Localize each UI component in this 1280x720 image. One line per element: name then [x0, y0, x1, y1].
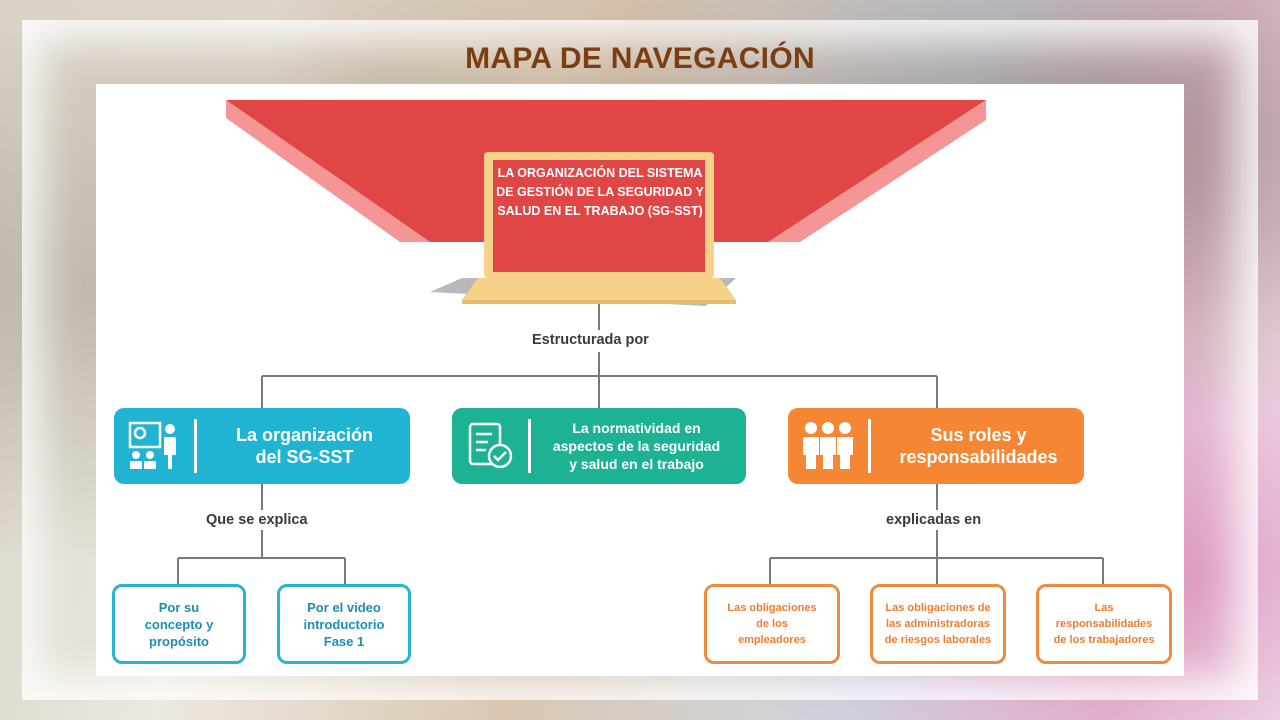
card-divider — [868, 419, 871, 473]
branch-card-normatividad[interactable]: La normatividad en aspectos de la seguri… — [452, 408, 746, 484]
laptop-base-edge — [462, 300, 736, 304]
card-divider — [528, 419, 531, 473]
page-title: MAPA DE NAVEGACIÓN — [465, 42, 815, 75]
red-banner-fold-left — [226, 100, 430, 242]
root-node-label: LA ORGANIZACIÓN DEL SISTEMA DE GESTIÓN D… — [496, 166, 704, 218]
people-group-icon — [788, 416, 868, 476]
branch-label: La organización del SG-SST — [235, 425, 374, 467]
connector-label-right: explicadas en — [886, 512, 982, 528]
connector-label-left: Que se explica — [206, 512, 308, 528]
connector-label-main: Estructurada por — [532, 332, 649, 348]
branch-label: Sus roles y responsabilidades — [899, 425, 1058, 467]
presentation-icon — [114, 416, 194, 476]
connector-lines — [177, 304, 1104, 584]
branch-card-roles[interactable]: Sus roles y responsabilidades — [788, 408, 1084, 484]
red-banner-fold-right — [768, 100, 986, 242]
checklist-icon — [452, 416, 528, 476]
laptop-screen — [493, 160, 705, 272]
branch-card-organizacion[interactable]: La organización del SG-SST — [114, 408, 410, 484]
branch-label: La normatividad en aspectos de la seguri… — [552, 420, 721, 472]
card-divider — [194, 419, 197, 473]
laptop-base — [462, 278, 736, 300]
